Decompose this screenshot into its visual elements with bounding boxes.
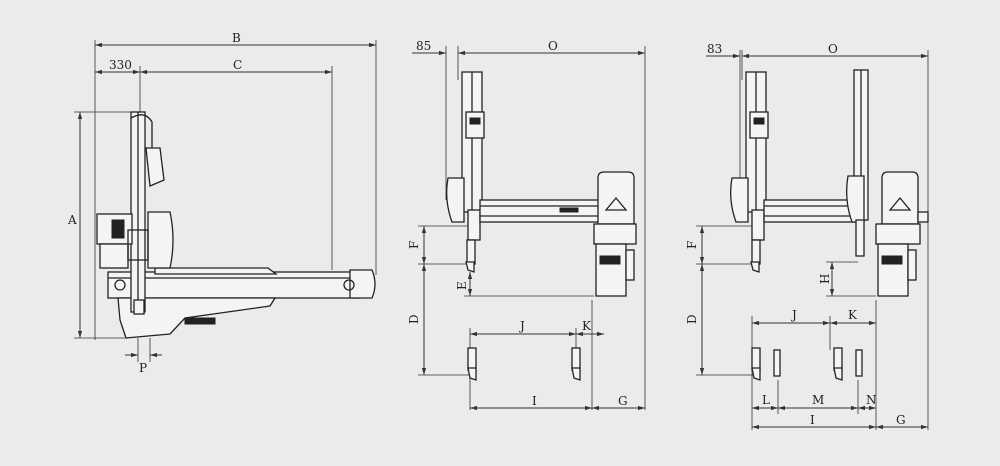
- label-O: O: [548, 39, 558, 53]
- label-I: I: [532, 394, 537, 408]
- label-O: O: [828, 42, 838, 56]
- side-dimensions: [74, 40, 377, 362]
- side-view: B 330 C A P: [67, 31, 377, 375]
- label-83: 83: [707, 42, 722, 56]
- single-gripper-1: [467, 347, 477, 381]
- front-view-double: 83 O F D H J K L M N I G: [685, 42, 929, 430]
- side-machine: [96, 111, 376, 339]
- label-330: 330: [109, 58, 132, 72]
- double-dimensions: [696, 50, 929, 430]
- label-K: K: [582, 319, 592, 333]
- label-E: E: [455, 281, 469, 290]
- double-gripper-2: [833, 347, 863, 381]
- label-G: G: [618, 394, 628, 408]
- label-C: C: [233, 58, 242, 72]
- label-D: D: [685, 314, 699, 324]
- label-I: I: [810, 413, 815, 427]
- label-85: 85: [416, 39, 431, 53]
- single-dimensions: [412, 46, 646, 411]
- label-P: P: [139, 361, 147, 375]
- label-M: M: [812, 393, 824, 407]
- single-machine: [446, 71, 637, 297]
- label-L: L: [762, 393, 770, 407]
- label-D: D: [407, 314, 421, 324]
- label-N: N: [866, 393, 877, 407]
- label-J: J: [790, 308, 797, 322]
- front-view-single: 85 O F E D J K I G: [407, 39, 646, 411]
- label-K: K: [848, 308, 858, 322]
- single-gripper-2: [571, 347, 581, 381]
- double-machine: [730, 69, 929, 297]
- label-H: H: [818, 274, 832, 284]
- label-J: J: [518, 319, 525, 333]
- double-gripper-1: [751, 347, 781, 381]
- label-F: F: [685, 241, 699, 249]
- label-A: A: [67, 213, 77, 227]
- label-B: B: [232, 31, 241, 45]
- label-G: G: [896, 413, 906, 427]
- label-F: F: [407, 241, 421, 249]
